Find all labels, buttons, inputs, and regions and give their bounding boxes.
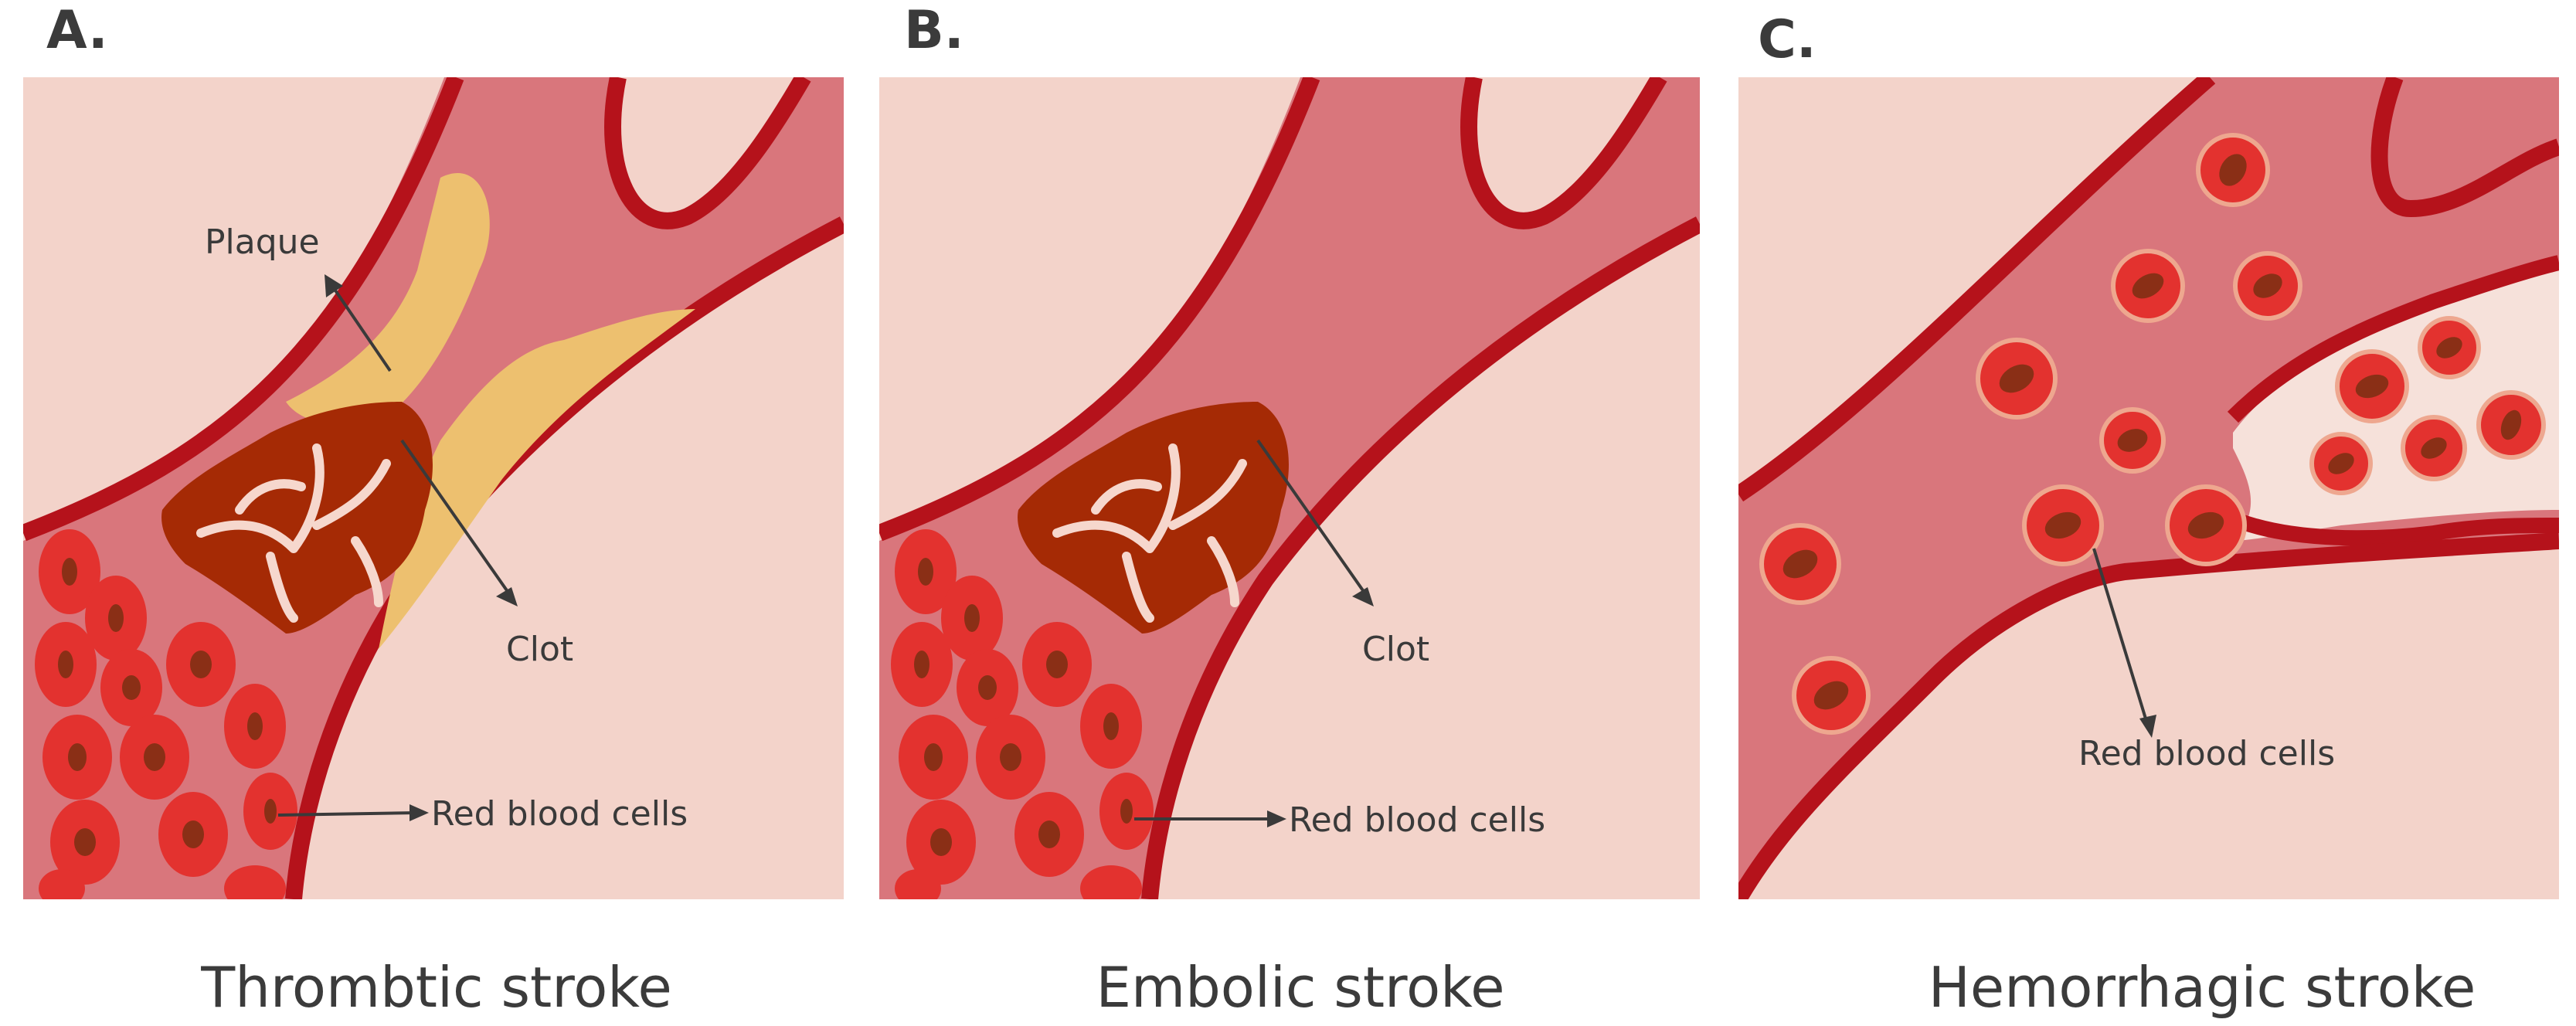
arrow-heads xyxy=(325,274,518,821)
vessel-branch-wall xyxy=(604,77,811,229)
clot-label: Clot xyxy=(1362,630,1429,669)
clot-veins xyxy=(196,443,391,623)
vessel-lumen xyxy=(1738,77,2559,899)
rbc-label: Red blood cells xyxy=(431,794,688,834)
rbc-centers xyxy=(1782,154,2522,710)
caption-hemorrhagic: Hemorrhagic stroke xyxy=(1928,955,2476,1020)
clot xyxy=(1018,402,1289,634)
rbc-centers xyxy=(914,558,1133,856)
clot-arrow xyxy=(1256,439,1368,596)
clot-label: Clot xyxy=(506,630,573,669)
caption-thrombotic: Thrombtic stroke xyxy=(201,955,672,1020)
rbc xyxy=(1080,865,1142,899)
rbc-centers xyxy=(58,558,277,856)
rupture-wall-lower xyxy=(2238,514,2559,546)
panel-letter-c: C. xyxy=(1758,9,1816,70)
vessel-wall-lower xyxy=(1738,532,2559,899)
thrombotic-illustration: Plaque Clot Red blood cells xyxy=(23,77,844,899)
arrow-heads xyxy=(1267,587,1374,827)
arrows xyxy=(1134,439,1368,820)
panel-embolic: Clot Red blood cells xyxy=(879,77,1700,899)
vessel-wall-upper xyxy=(879,77,1320,542)
vessel-branch-gap xyxy=(1469,77,1660,221)
rbc xyxy=(39,869,85,899)
plaque-label: Plaque xyxy=(205,223,320,262)
plaque-lower xyxy=(379,309,695,649)
red-blood-cells xyxy=(1759,133,2546,735)
hemorrhagic-illustration: Red blood cells xyxy=(1738,77,2559,899)
panel-letter-b: B. xyxy=(904,0,964,61)
rbc xyxy=(224,865,286,899)
vessel-branch-wall xyxy=(1460,77,1667,229)
clot-veins xyxy=(1052,443,1247,623)
rupture-wall-upper xyxy=(2227,255,2559,423)
vessel-wall-upper xyxy=(23,77,464,542)
red-blood-cells xyxy=(35,529,297,899)
vessel-wall-lower xyxy=(1141,216,1700,899)
vessel-wall-upper xyxy=(1738,77,2216,502)
plaque-arrow xyxy=(331,284,392,372)
rbc-arrow xyxy=(277,811,418,817)
arrows xyxy=(277,284,511,817)
arrows xyxy=(2092,548,2149,727)
rbc-label: Red blood cells xyxy=(1289,800,1545,840)
vessel-branch-wall xyxy=(2370,77,2559,218)
rbc-arrow xyxy=(2092,548,2149,727)
rbc xyxy=(895,869,941,899)
embolic-illustration: Clot Red blood cells xyxy=(879,77,1700,899)
arrow-heads xyxy=(2139,715,2156,738)
panel-letter-a: A. xyxy=(46,0,108,61)
clot xyxy=(161,402,433,634)
vessel-branch-gap xyxy=(613,77,804,221)
rbc-label: Red blood cells xyxy=(2078,734,2335,773)
caption-embolic: Embolic stroke xyxy=(1096,955,1505,1020)
panel-hemorrhagic: Red blood cells xyxy=(1738,77,2559,899)
clot-arrow xyxy=(400,439,511,596)
panel-thrombotic: Plaque Clot Red blood cells xyxy=(23,77,844,899)
plaque-upper xyxy=(286,173,490,426)
